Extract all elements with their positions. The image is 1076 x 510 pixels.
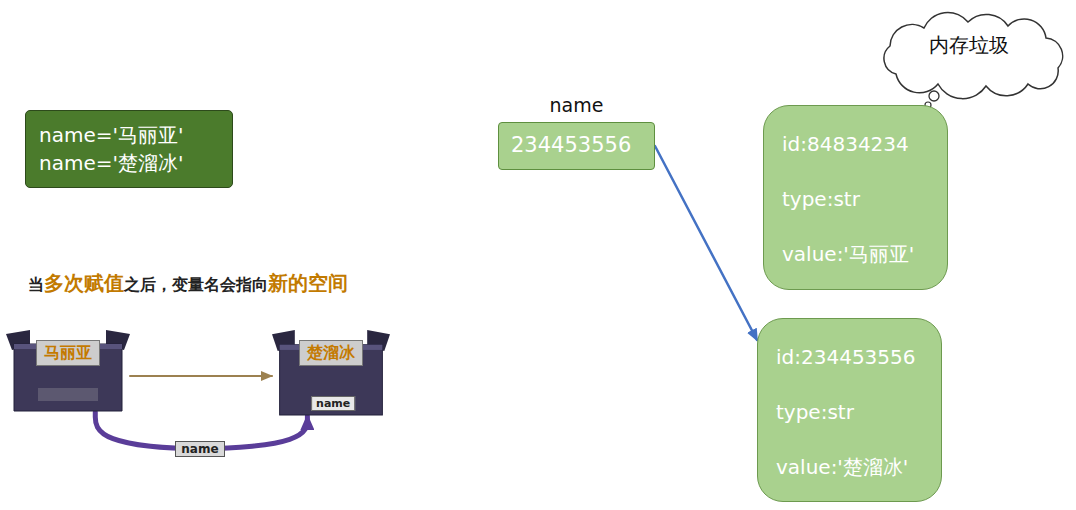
crate-panel xyxy=(38,388,98,401)
connector xyxy=(130,375,272,377)
variable-name: name xyxy=(550,92,604,118)
cloud-shape xyxy=(866,10,1072,110)
crate-label: 楚溜冰 xyxy=(299,340,363,366)
memory-field: value:'马丽亚' xyxy=(782,240,914,268)
memory-block: id:234453556 type:str value:'楚溜冰' xyxy=(757,318,942,502)
code-line: name='马丽亚' xyxy=(39,121,183,149)
note-text: 当多次赋值之后，变量名会指向新的空间 xyxy=(28,270,348,297)
memory-field: id:84834234 xyxy=(782,130,909,158)
pointer-box: name 234453556 xyxy=(498,92,655,170)
address-value: 234453556 xyxy=(511,123,631,168)
edge-label: name xyxy=(175,441,224,457)
connector xyxy=(655,146,757,340)
note-text: 多次赋值 xyxy=(44,271,124,295)
crate-tag: name xyxy=(311,396,355,411)
note-text: 新的空间 xyxy=(268,271,348,295)
code-line: name='楚溜冰' xyxy=(39,149,183,177)
memory-field: value:'楚溜冰' xyxy=(776,453,908,481)
note-text: 之后，变量名会指向 xyxy=(124,275,268,294)
cloud-text: 内存垃圾 xyxy=(929,32,1009,58)
memory-field: id:234453556 xyxy=(776,343,916,371)
memory-field: type:str xyxy=(776,398,854,426)
value-crate: 马丽亚 xyxy=(6,330,130,412)
crate-label: 马丽亚 xyxy=(36,340,100,366)
memory-field: type:str xyxy=(782,185,860,213)
cloud-bubble xyxy=(929,91,939,101)
memory-block: id:84834234 type:str value:'马丽亚' xyxy=(763,105,948,290)
code-box: name='马丽亚'name='楚溜冰' xyxy=(25,110,233,188)
garbage-cloud: 内存垃圾 xyxy=(866,10,1072,110)
pointer-cell: 234453556 xyxy=(498,122,655,170)
value-crate: 楚溜冰 name xyxy=(272,330,390,416)
note-text: 当 xyxy=(28,275,44,294)
cloud-outline xyxy=(884,12,1063,98)
